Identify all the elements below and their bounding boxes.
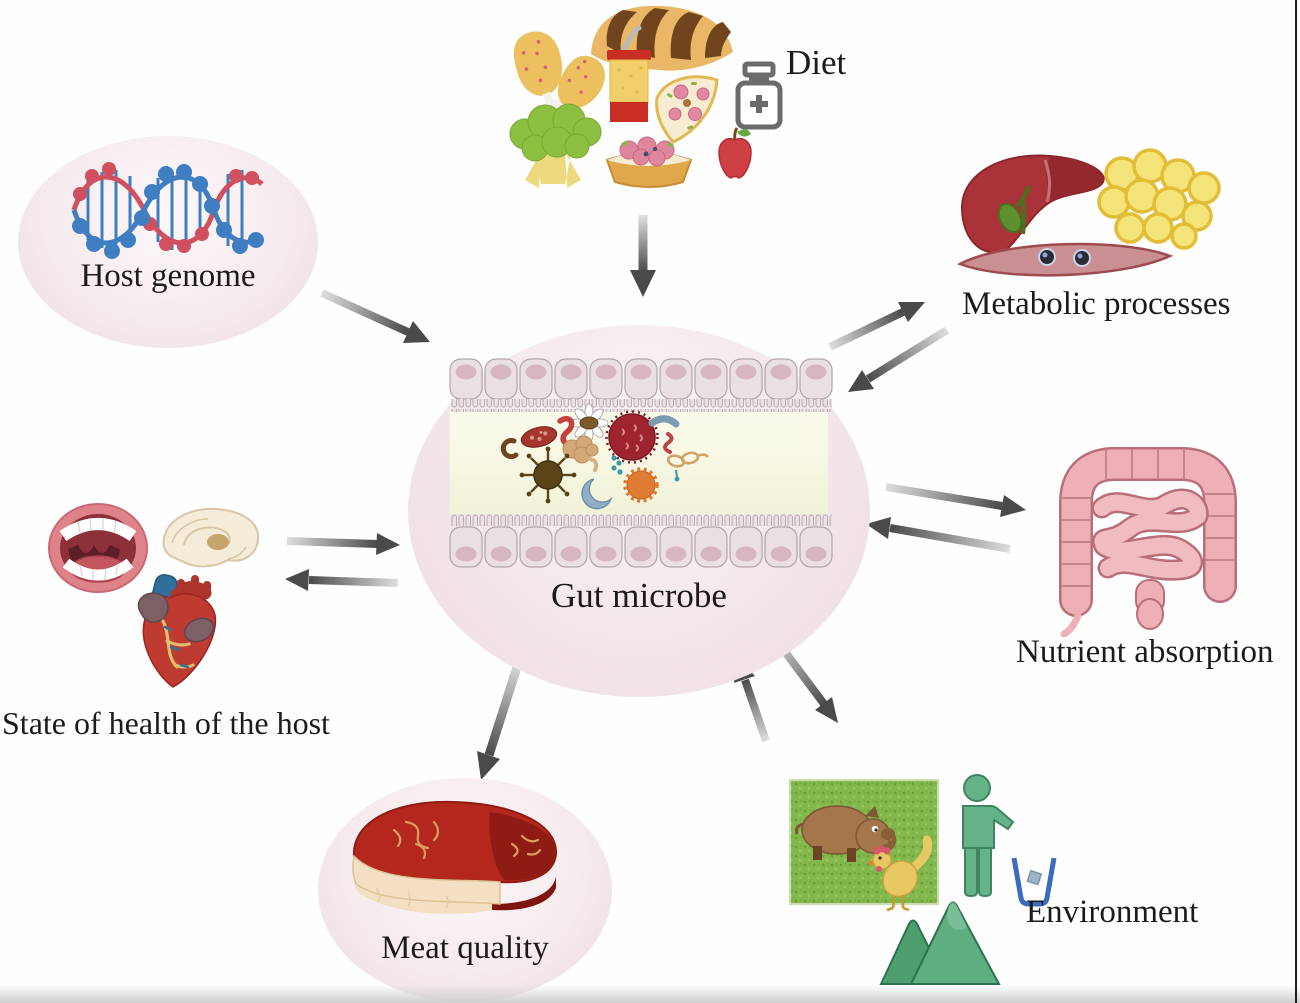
fat-cells-icon [1097,148,1221,250]
soda-cup-icon [607,25,651,122]
health-label: State of health of the host [2,705,330,741]
intestine-icon [1059,447,1237,638]
heart-icon [137,574,217,688]
environment-icons [789,774,1057,985]
arrow-hostgenome-to-gut [320,289,430,343]
epithelium-bottom-row [449,513,833,568]
arrow-gut-to-metabolic [828,302,925,351]
arrow-health-to-gut [286,533,400,555]
mouth-icon [48,503,148,593]
health-icons [48,503,260,688]
dna-helix-icon [71,162,264,259]
metabolic-label: Metabolic processes [962,286,1231,322]
nutrient-label: Nutrient absorption [1016,634,1274,670]
diet-icons [509,5,783,188]
environment-label: Environment [1026,894,1199,930]
farm-animals-grass-icon [789,779,939,912]
arrow-diet-to-gut [630,215,656,297]
broccoli-icon [509,103,602,188]
meat-quality-node: Meat quality [318,778,612,1002]
diet-label: Diet [786,43,847,82]
rooster-icon [867,835,933,912]
gut-microbe-node: Gut microbe [408,325,870,697]
liver-icon [960,154,1105,254]
berry-tart-icon [605,136,693,188]
bottom-shadow-strip [0,985,1300,1003]
mountains-icon [879,901,1001,985]
meat-quality-label: Meat quality [381,930,549,966]
gut-microbes-icon [500,403,710,510]
epithelium-top-row [449,358,833,412]
pizza-slice-icon [655,75,719,144]
host-genome-node: Host genome [18,136,318,348]
muscle-cell-icon [956,242,1174,277]
steak-icon [352,800,558,914]
intestinal-epithelium-icon [449,358,833,568]
right-border-line [1295,0,1297,1003]
brain-icon [162,507,260,568]
arrow-nutrient-to-gut [866,517,1011,553]
apple-icon [718,127,752,179]
arrow-gut-to-health [285,569,399,591]
arrow-gut-to-meat [477,659,524,780]
person-recycling-icon [962,774,1057,907]
arrow-metabolic-to-gut [848,326,950,392]
recycle-bin-icon [1011,857,1057,907]
supplement-bottle-icon [735,61,783,130]
gut-microbe-label: Gut microbe [551,576,727,615]
host-genome-label: Host genome [80,258,256,294]
metabolic-icons [956,148,1221,277]
arrow-gut-to-nutrient [885,483,1026,517]
boar-icon [795,805,897,862]
